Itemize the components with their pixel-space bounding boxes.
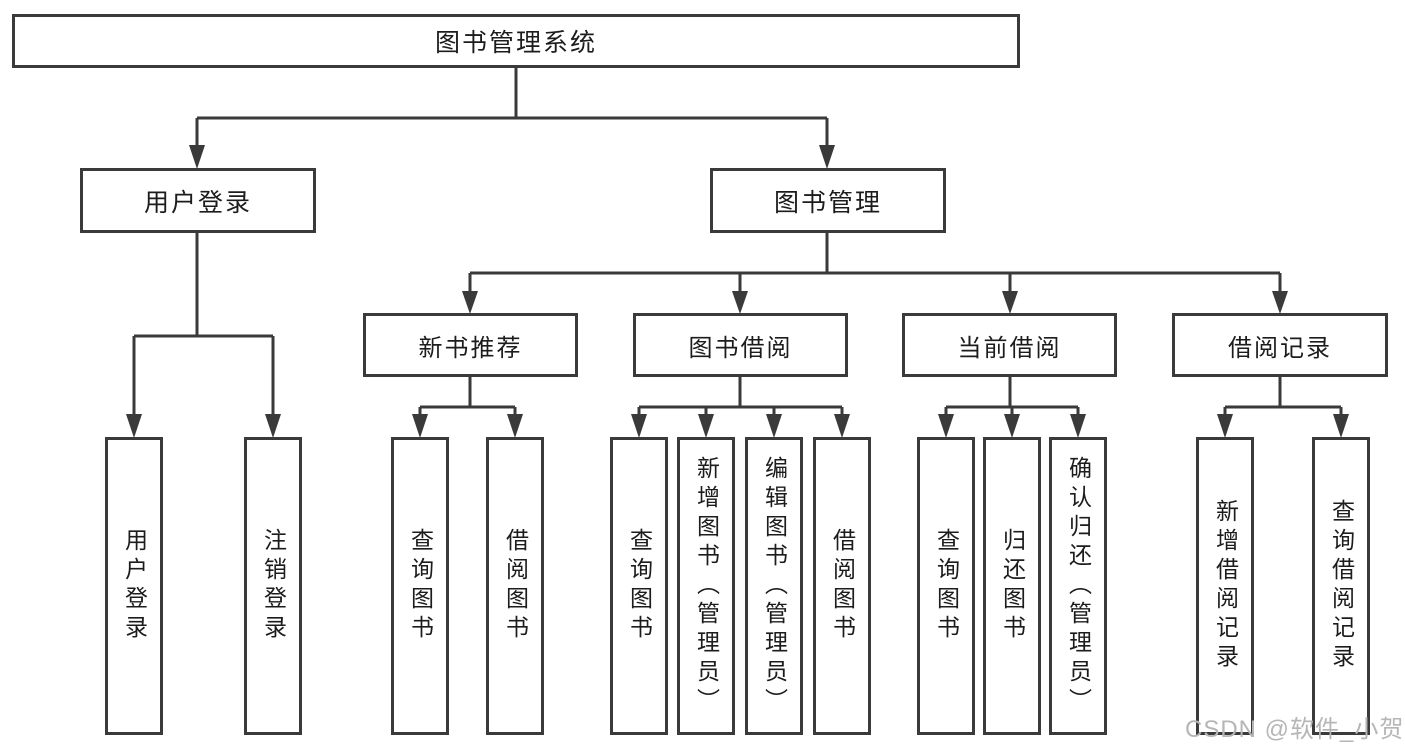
connector-root-to-level2 <box>189 68 835 169</box>
node-borrowing-records: 借阅记录 <box>1172 313 1388 377</box>
node-add-books-admin: 新增图书（管理员） <box>677 437 735 735</box>
connector-new-book-children <box>412 377 523 438</box>
node-label: 用户登录 <box>121 528 148 644</box>
node-new-book-recommendation: 新书推荐 <box>363 313 578 377</box>
node-user-login-leaf: 用户登录 <box>105 437 163 735</box>
node-label: 查询图书 <box>626 528 653 644</box>
node-query-borrow-record: 查询借阅记录 <box>1312 437 1370 735</box>
node-query-books-current: 查询图书 <box>917 437 975 735</box>
connector-current-borrowing-children <box>938 377 1086 438</box>
node-label: 编辑图书（管理员） <box>761 455 788 717</box>
node-edit-books-admin: 编辑图书（管理员） <box>745 437 803 735</box>
node-book-borrowing: 图书借阅 <box>633 313 848 377</box>
node-label: 注销登录 <box>260 528 287 644</box>
node-query-books-borrowing: 查询图书 <box>610 437 668 735</box>
node-add-borrow-record: 新增借阅记录 <box>1196 437 1254 735</box>
node-label: 借阅图书 <box>502 528 529 644</box>
connector-user-login-children <box>126 233 281 438</box>
csdn-watermark: CSDN @软件_小贺同学 <box>1185 716 1405 743</box>
node-borrow-books-recommend: 借阅图书 <box>486 437 544 735</box>
node-label: 新增借阅记录 <box>1212 499 1239 673</box>
node-label: 查询借阅记录 <box>1328 499 1355 673</box>
node-label: 查询图书 <box>933 528 960 644</box>
node-borrow-books-leaf: 借阅图书 <box>813 437 871 735</box>
node-logout: 注销登录 <box>244 437 302 735</box>
node-current-borrowing: 当前借阅 <box>902 313 1117 377</box>
connector-book-borrowing-children <box>631 377 850 438</box>
connector-borrowing-records-children <box>1217 377 1349 438</box>
node-book-management: 图书管理 <box>710 168 946 233</box>
node-label: 借阅图书 <box>829 528 856 644</box>
node-confirm-return-admin: 确认归还（管理员） <box>1049 437 1107 735</box>
node-return-books: 归还图书 <box>983 437 1041 735</box>
node-root: 图书管理系统 <box>12 14 1020 68</box>
node-label: 确认归还（管理员） <box>1065 455 1092 717</box>
node-query-books-recommend: 查询图书 <box>391 437 449 735</box>
node-label: 归还图书 <box>999 528 1026 644</box>
node-label: 新增图书（管理员） <box>693 455 720 717</box>
node-label: 查询图书 <box>407 528 434 644</box>
connector-book-management-children <box>462 233 1288 314</box>
node-user-login: 用户登录 <box>80 168 316 233</box>
